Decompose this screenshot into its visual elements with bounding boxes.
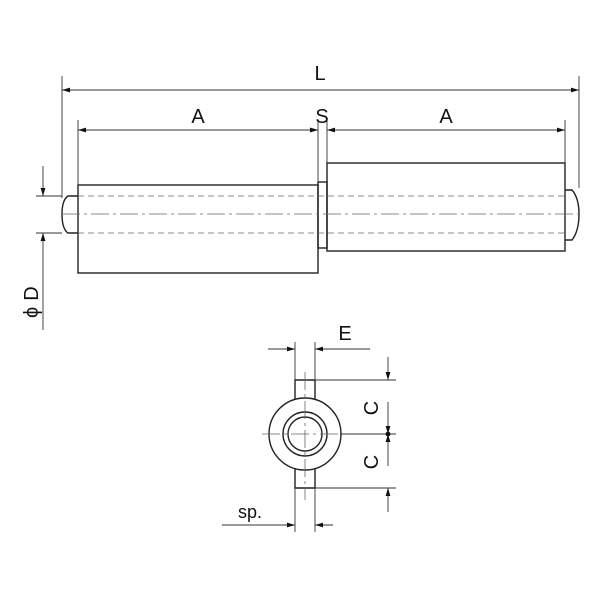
label-C-upper: C [361, 401, 383, 415]
label-L: L [314, 63, 325, 85]
dimension-A-left: A [77, 106, 319, 185]
side-view [61, 162, 580, 274]
label-A-left: A [191, 106, 205, 128]
label-A-right: A [439, 106, 453, 128]
diameter-symbol: ϕ [21, 307, 43, 318]
label-C-lower: C [361, 455, 383, 469]
label-diameter: ϕD [21, 286, 43, 318]
right-pin-end [565, 189, 580, 241]
joint-ring [317, 181, 328, 249]
end-view [262, 372, 348, 500]
diameter-letter: D [21, 286, 43, 300]
label-sp: sp. [238, 502, 262, 522]
dimension-C: C C [315, 357, 396, 512]
dimension-sp: sp. [222, 488, 333, 532]
dimension-L: L [61, 63, 580, 198]
dimension-A-right: A [327, 106, 566, 163]
label-E: E [338, 323, 351, 345]
dimension-diameter: ϕD [21, 166, 62, 330]
dimension-E: E [268, 323, 370, 380]
dimension-S: S [296, 106, 329, 163]
right-barrel [326, 162, 566, 252]
left-barrel [77, 184, 319, 274]
label-S: S [315, 106, 328, 128]
left-pin-end [61, 195, 78, 234]
